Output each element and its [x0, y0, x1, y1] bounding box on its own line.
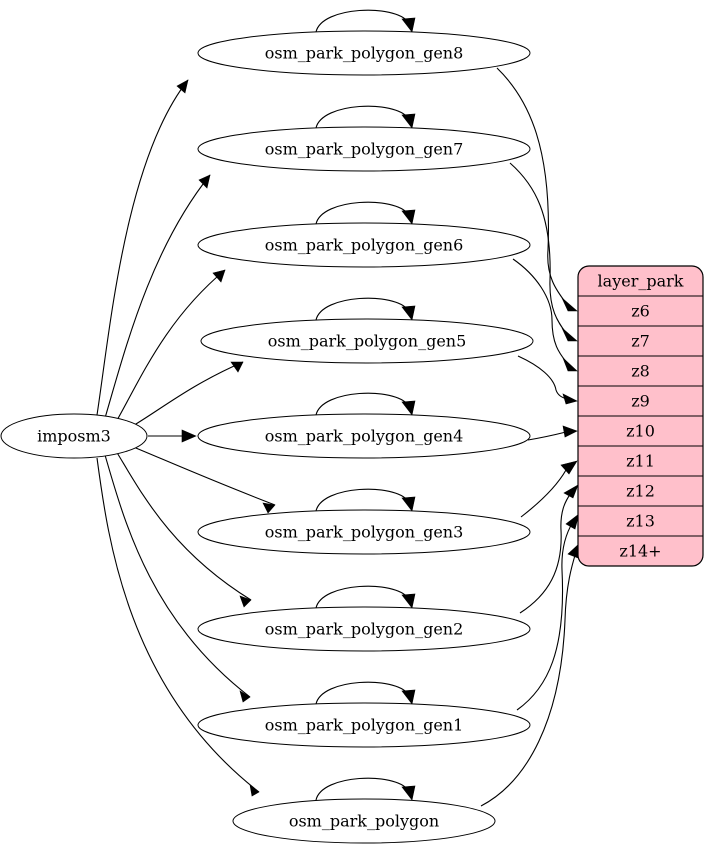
edge-imposm3-to-gen7 [104, 174, 211, 419]
self-loop-gen1 [315, 681, 416, 705]
node-gen6-label: osm_park_polygon_gen6 [265, 236, 464, 255]
table-row-z8-label: z8 [631, 362, 650, 381]
node-layer-park-table[interactable]: layer_park z6 z7 z8 z9 z10 z11 z12 z13 z… [577, 265, 704, 567]
table-row-z14p[interactable] [578, 535, 703, 566]
edge-imposm3-to-gen4 [148, 429, 197, 443]
table-row-z6-label: z6 [631, 302, 650, 321]
table-row-z9[interactable] [578, 385, 703, 417]
node-gen8-label: osm_park_polygon_gen8 [265, 44, 464, 63]
edge-imposm3-to-base [96, 457, 260, 797]
node-imposm3-label: imposm3 [37, 427, 111, 446]
edge-gen1-to-z13 [516, 513, 580, 711]
self-loop-gen4 [315, 392, 416, 416]
table-row-z13-label: z13 [626, 512, 655, 531]
table-row-z9-label: z9 [631, 392, 650, 411]
node-gen1-label: osm_park_polygon_gen1 [265, 716, 464, 735]
node-gen7-label: osm_park_polygon_gen7 [265, 140, 464, 159]
node-gen4[interactable]: osm_park_polygon_gen4 [197, 413, 531, 459]
table-row-z10-label: z10 [626, 422, 655, 441]
edges-source-to-generalizations [96, 79, 276, 797]
edge-imposm3-to-gen2 [115, 450, 252, 608]
table-row-z12[interactable] [578, 475, 703, 507]
node-gen6[interactable]: osm_park_polygon_gen6 [197, 222, 531, 268]
self-loop-gen5 [315, 297, 416, 321]
edge-gen6-to-z8 [512, 258, 578, 372]
edge-gen3-to-z11 [520, 460, 578, 518]
edge-imposm3-to-gen1 [104, 454, 251, 703]
node-gen8[interactable]: osm_park_polygon_gen8 [197, 30, 531, 76]
edge-gen7-to-z7 [509, 162, 578, 342]
node-gen3[interactable]: osm_park_polygon_gen3 [197, 509, 531, 555]
self-loop-gen2 [315, 585, 416, 609]
node-gen2-label: osm_park_polygon_gen2 [265, 620, 464, 639]
node-gen7[interactable]: osm_park_polygon_gen7 [197, 126, 531, 172]
edge-gen8-to-z6 [496, 67, 578, 312]
table-row-z11-label: z11 [626, 452, 655, 471]
self-loop-gen7 [315, 105, 416, 129]
edges-generalizations-to-layer-rows [480, 67, 581, 807]
node-gen3-label: osm_park_polygon_gen3 [265, 523, 464, 542]
node-gen2[interactable]: osm_park_polygon_gen2 [197, 606, 531, 652]
node-gen1[interactable]: osm_park_polygon_gen1 [197, 702, 531, 748]
edge-imposm3-to-gen5 [130, 361, 244, 428]
table-row-z7[interactable] [578, 325, 703, 357]
table-row-z12-label: z12 [626, 482, 655, 501]
table-header-label: layer_park [598, 272, 684, 291]
table-row-z10[interactable] [578, 415, 703, 447]
edge-gen5-to-z9 [517, 355, 578, 405]
node-base-label: osm_park_polygon [289, 812, 439, 831]
table-outline [577, 265, 704, 567]
node-base[interactable]: osm_park_polygon [232, 798, 496, 844]
self-loop-gen3 [315, 488, 416, 512]
table-row-z14p-label: z14+ [619, 542, 661, 561]
edge-gen4-to-z10 [527, 425, 578, 441]
node-imposm3[interactable]: imposm3 [0, 413, 148, 459]
self-loops [315, 9, 416, 801]
table-row-z6[interactable] [578, 295, 703, 327]
edge-imposm3-to-gen8 [96, 79, 189, 416]
edge-imposm3-to-gen6 [115, 269, 226, 423]
node-gen5-label: osm_park_polygon_gen5 [268, 332, 467, 351]
self-loop-gen6 [315, 201, 416, 225]
self-loop-gen8 [315, 9, 416, 33]
table-row-z7-label: z7 [631, 332, 650, 351]
edge-gen2-to-z12 [519, 484, 579, 614]
node-gen4-label: osm_park_polygon_gen4 [265, 427, 464, 446]
edge-base-to-z14p [480, 542, 581, 807]
node-gen5[interactable]: osm_park_polygon_gen5 [200, 318, 534, 364]
edge-imposm3-to-gen3 [130, 445, 276, 514]
self-loop-base [315, 777, 416, 801]
